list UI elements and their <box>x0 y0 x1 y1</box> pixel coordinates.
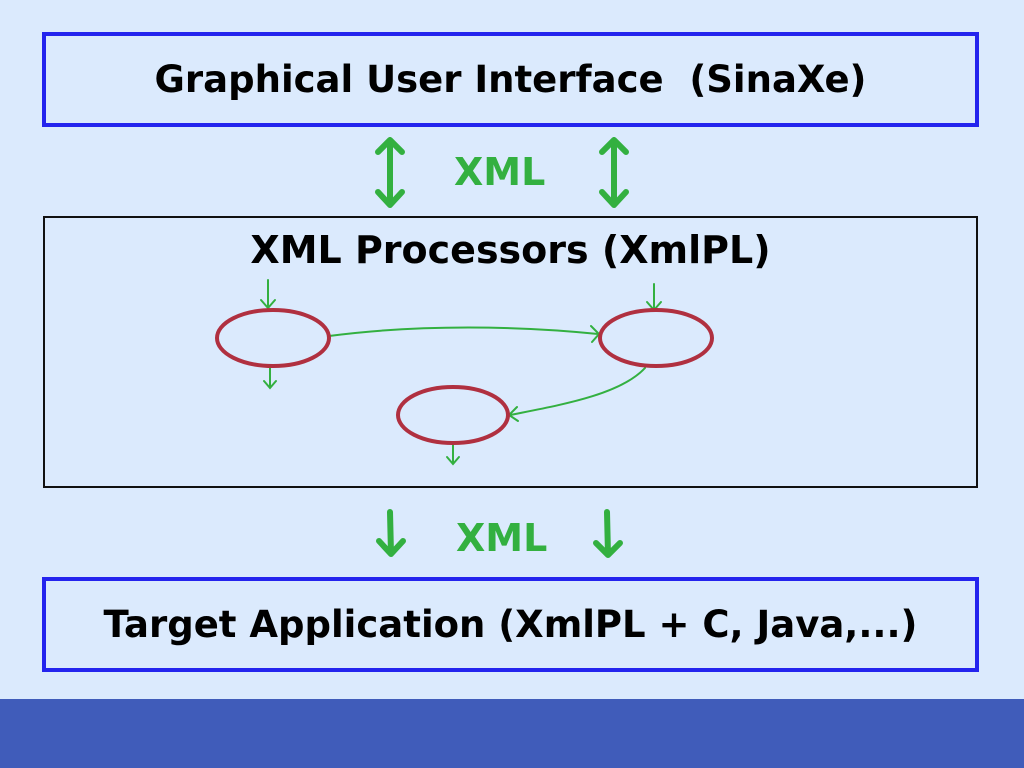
processor-node-2 <box>598 308 714 368</box>
output-arrow-node-1 <box>263 367 277 390</box>
processors-box: XML Processors (XmlPL) <box>43 216 978 488</box>
gui-title: Graphical User Interface (SinaXe) <box>154 58 867 101</box>
edge-node1-to-node2 <box>328 325 601 343</box>
gui-box: Graphical User Interface (SinaXe) <box>42 32 979 127</box>
input-arrow-node-2 <box>646 283 662 312</box>
xml-label-top: XML <box>454 150 546 194</box>
xml-label-bottom: XML <box>456 516 548 560</box>
output-arrow-node-3 <box>446 443 460 466</box>
processor-node-3 <box>396 385 510 445</box>
bidirectional-arrow-left <box>375 137 405 208</box>
footer-bar <box>0 699 1024 768</box>
bidirectional-arrow-right <box>599 137 629 208</box>
processors-title: XML Processors (XmlPL) <box>250 228 771 272</box>
target-title: Target Application (XmlPL + C, Java,...) <box>103 603 918 646</box>
edge-node2-to-node3 <box>507 367 646 422</box>
down-arrow-right <box>593 509 623 558</box>
input-arrow-node-1 <box>260 279 276 310</box>
target-box: Target Application (XmlPL + C, Java,...) <box>42 577 979 672</box>
down-arrow-left <box>376 509 406 557</box>
processor-node-1 <box>215 308 331 368</box>
